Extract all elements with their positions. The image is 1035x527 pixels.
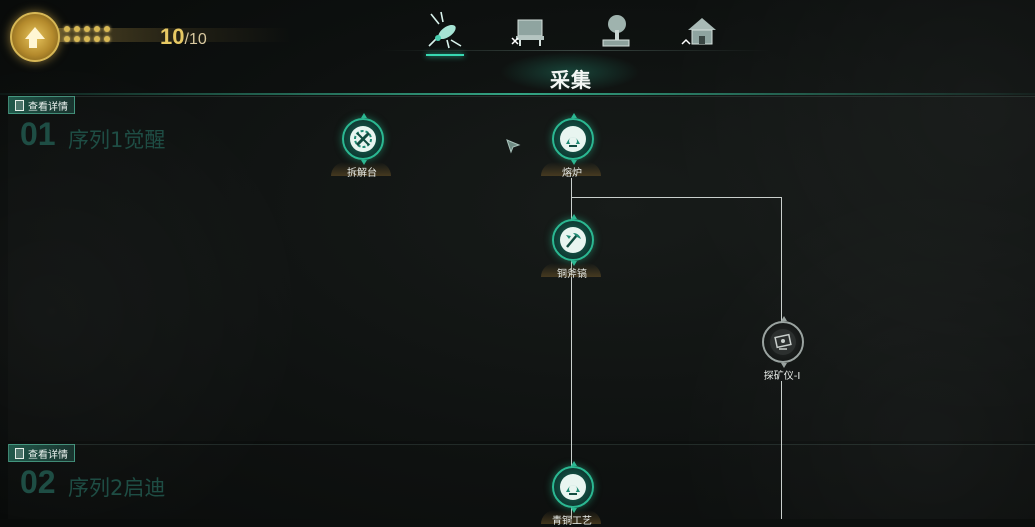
house-icon [681, 18, 716, 45]
wrench-gear-icon [354, 130, 372, 148]
document-icon [15, 447, 24, 459]
node-copper-pickaxe[interactable]: 铜斧镐 [537, 214, 607, 280]
cursor-icon [506, 139, 521, 154]
view-details-button[interactable]: 查看详情 [8, 444, 75, 462]
level-separator: / [184, 31, 189, 48]
furnace-icon [566, 485, 580, 495]
node-prospector[interactable]: 探矿仪-I [747, 316, 817, 382]
player-level: 10/10 [0, 0, 300, 72]
furnace-icon [566, 137, 580, 147]
tab-workbench[interactable] [505, 8, 555, 52]
section-background [8, 96, 1035, 441]
insect-icon [428, 11, 462, 49]
connector-furnace-down [571, 178, 572, 519]
pickaxe-axe-icon [566, 233, 581, 248]
node-label: 熔炉 [562, 168, 582, 179]
section-name: 序列2启迪 [68, 476, 166, 500]
level-up-icon[interactable] [10, 12, 60, 62]
tree-icon [602, 15, 630, 47]
node-furnace[interactable]: 熔炉 [537, 113, 607, 179]
section-number: 01 [20, 116, 56, 152]
level-current: 10 [160, 24, 185, 49]
connector-prospector-out [781, 381, 782, 519]
prospector-icon [774, 333, 792, 350]
node-bronze-craft[interactable]: 青铜工艺 [537, 461, 607, 527]
section-number: 02 [20, 464, 56, 500]
tabs-divider [380, 50, 770, 51]
workbench-icon [511, 19, 544, 46]
node-label: 探矿仪-I [763, 371, 801, 382]
view-details-button[interactable]: 查看详情 [8, 96, 75, 114]
node-disassembly-bench[interactable]: 拆解台 [327, 113, 397, 179]
level-max: 10 [188, 31, 207, 48]
connector-furnace-right [571, 197, 781, 198]
section-name: 序列1觉醒 [68, 128, 166, 152]
title-divider [0, 93, 1035, 95]
tab-tree[interactable] [590, 8, 640, 52]
document-icon [15, 99, 24, 111]
view-details-label: 查看详情 [28, 449, 68, 461]
level-counter: 10/10 [160, 24, 207, 50]
connector-prospector-in [781, 197, 782, 325]
tab-mosquito[interactable] [420, 8, 470, 56]
section-02: 查看详情 02 序列2启迪 [8, 444, 1035, 519]
category-tabs [420, 8, 750, 56]
node-label: 铜斧镐 [557, 269, 587, 280]
node-label: 拆解台 [347, 168, 377, 179]
page-title: 采集 [550, 68, 592, 92]
section-01: 查看详情 01 序列1觉醒 [8, 96, 1035, 441]
node-label: 青铜工艺 [552, 516, 592, 527]
title-glow [500, 52, 640, 92]
level-dots [64, 26, 114, 42]
tab-house[interactable] [675, 8, 725, 52]
section-background [8, 444, 1035, 519]
view-details-label: 查看详情 [28, 101, 68, 113]
